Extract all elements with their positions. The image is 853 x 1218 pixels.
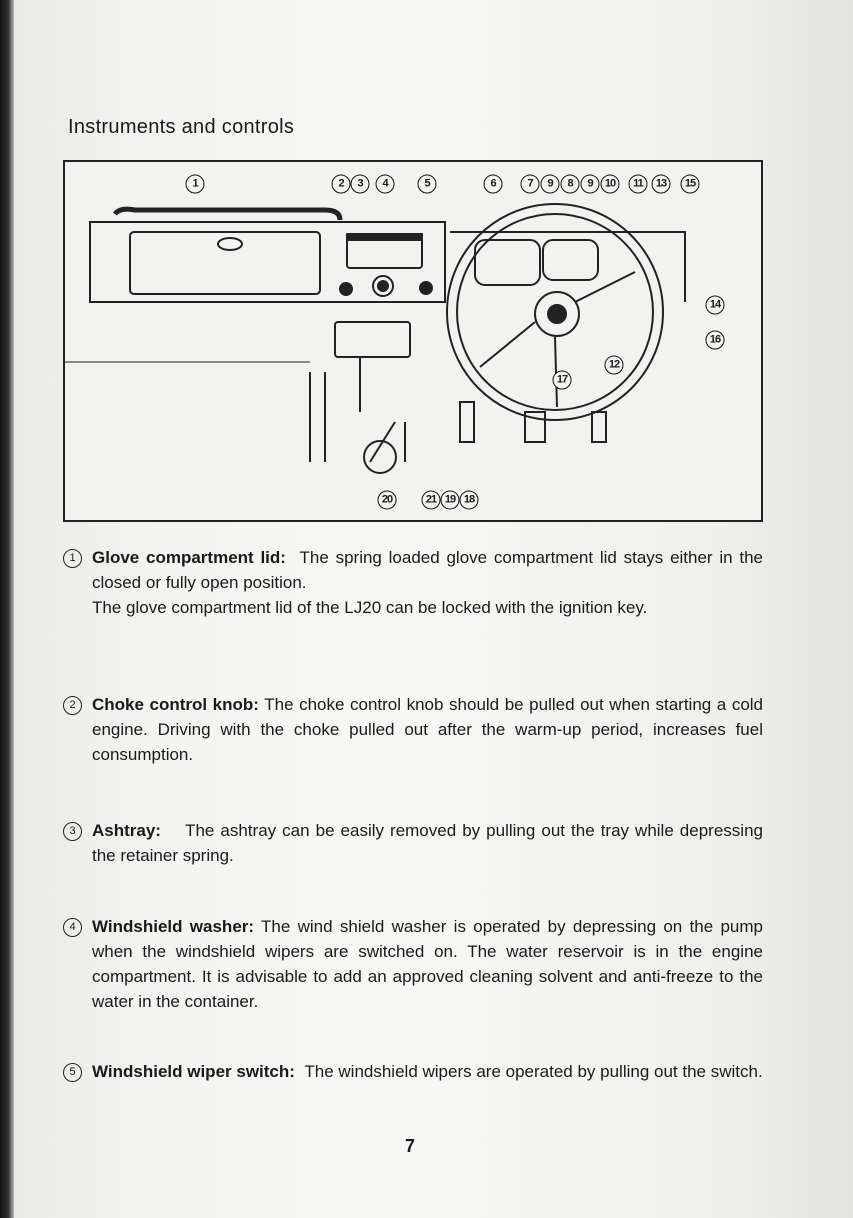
callout-13: 13 <box>651 174 671 194</box>
page-number: 7 <box>405 1136 416 1156</box>
item-number: 5 <box>63 1063 82 1082</box>
item-number: 2 <box>63 696 82 715</box>
dashboard-diagram: 1 2 3 4 5 6 7 9 8 9 10 11 13 15 14 16 12… <box>63 160 763 522</box>
item-text: The spring loaded glove compartment lid … <box>92 548 763 592</box>
callout-18: 18 <box>459 490 479 510</box>
item-term: Glove compartment lid: <box>92 548 286 567</box>
callout-14: 14 <box>705 295 725 315</box>
callout-4: 4 <box>375 174 395 194</box>
callout-20: 20 <box>377 490 397 510</box>
item-term: Windshield wiper switch: <box>92 1062 295 1081</box>
item-term: Ashtray: <box>92 821 161 840</box>
callout-9b: 9 <box>580 174 600 194</box>
section-glove-compartment: 1 Glove compartment lid: The spring load… <box>63 545 763 620</box>
callout-5: 5 <box>417 174 437 194</box>
callout-17: 17 <box>552 370 572 390</box>
item-text-2: The glove compartment lid of the LJ20 ca… <box>92 598 648 617</box>
item-number: 3 <box>63 822 82 841</box>
scan-edge <box>0 0 14 1218</box>
callout-6: 6 <box>483 174 503 194</box>
item-text: The windshield wipers are operated by pu… <box>304 1062 763 1081</box>
section-wiper-switch: 5 Windshield wiper switch: The windshiel… <box>63 1059 763 1084</box>
section-choke-knob: 2 Choke control knob: The choke control … <box>63 692 763 767</box>
callout-16: 16 <box>705 330 725 350</box>
item-text: The choke control knob should be pulled … <box>92 695 764 764</box>
callout-2: 2 <box>331 174 351 194</box>
callout-8: 8 <box>560 174 580 194</box>
callout-10: 10 <box>600 174 620 194</box>
callout-9a: 9 <box>540 174 560 194</box>
item-term: Windshield washer: <box>92 917 255 936</box>
callout-21: 21 <box>421 490 441 510</box>
page-title: Instruments and controls <box>68 116 295 138</box>
callout-15: 15 <box>680 174 700 194</box>
item-number: 4 <box>63 918 82 937</box>
item-text: The ashtray can be easily removed by pul… <box>92 821 763 865</box>
callout-12: 12 <box>604 355 624 375</box>
dashboard-drawing <box>65 203 686 474</box>
callout-11: 11 <box>628 174 648 194</box>
callout-1: 1 <box>185 174 205 194</box>
section-ashtray: 3 Ashtray: The ashtray can be easily rem… <box>63 818 763 868</box>
item-text: The wind shield washer is operated by de… <box>92 917 763 1011</box>
callout-19: 19 <box>440 490 460 510</box>
item-term: Choke control knob: <box>92 695 259 714</box>
section-windshield-washer: 4 Windshield washer: The wind shield was… <box>63 914 763 1014</box>
item-number: 1 <box>63 549 82 568</box>
callout-3: 3 <box>350 174 370 194</box>
callout-7: 7 <box>520 174 540 194</box>
